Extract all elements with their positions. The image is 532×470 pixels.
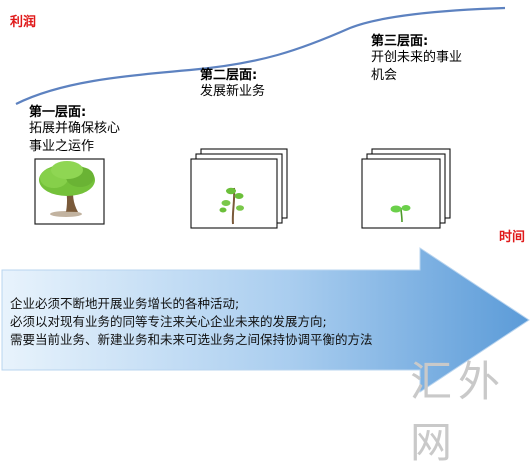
layer-3-label: 第三层面: 开创未来的事业 机会 bbox=[371, 30, 462, 85]
layer-3-line-2: 机会 bbox=[371, 68, 398, 83]
big-arrow bbox=[1, 247, 530, 393]
growth-curve bbox=[15, 6, 506, 105]
stage2-card-stack bbox=[190, 148, 288, 229]
stage3-card-stack bbox=[361, 148, 451, 229]
layer-1-line-2: 事业之运作 bbox=[29, 139, 95, 154]
layer-2-title: 第二层面: bbox=[200, 68, 258, 83]
watermark: 汇外网 bbox=[410, 357, 507, 467]
layer-3-title: 第三层面: bbox=[371, 34, 429, 49]
tree-icon bbox=[39, 161, 95, 217]
sprout-icon bbox=[390, 205, 411, 223]
arrow-line-2: 必须以对现有业务的同等专注来关心企业未来的发展方向; bbox=[10, 314, 327, 329]
layer-1-line-1: 拓展并确保核心 bbox=[29, 121, 121, 136]
y-axis-label: 利润 bbox=[10, 15, 37, 30]
layer-2-label: 第二层面: 发展新业务 bbox=[200, 64, 265, 101]
arrow-line-1: 企业必须不断地开展业务增长的各种活动; bbox=[10, 296, 240, 311]
layer-1-title: 第一层面: bbox=[29, 105, 87, 120]
layer-1-label: 第一层面: 拓展并确保核心 事业之运作 bbox=[29, 101, 120, 156]
x-axis-label: 时间 bbox=[499, 230, 526, 245]
arrow-line-3: 需要当前业务、新建业务和未来可选业务之间保持协调平衡的方法 bbox=[10, 332, 373, 347]
sapling-icon bbox=[219, 187, 244, 225]
diagram-canvas bbox=[1, 6, 530, 393]
arrow-text-block: 企业必须不断地开展业务增长的各种活动; 必须以对现有业务的同等专注来关心企业未来… bbox=[10, 295, 373, 349]
layer-2-line-1: 发展新业务 bbox=[200, 84, 266, 99]
layer-3-line-1: 开创未来的事业 bbox=[371, 50, 463, 65]
